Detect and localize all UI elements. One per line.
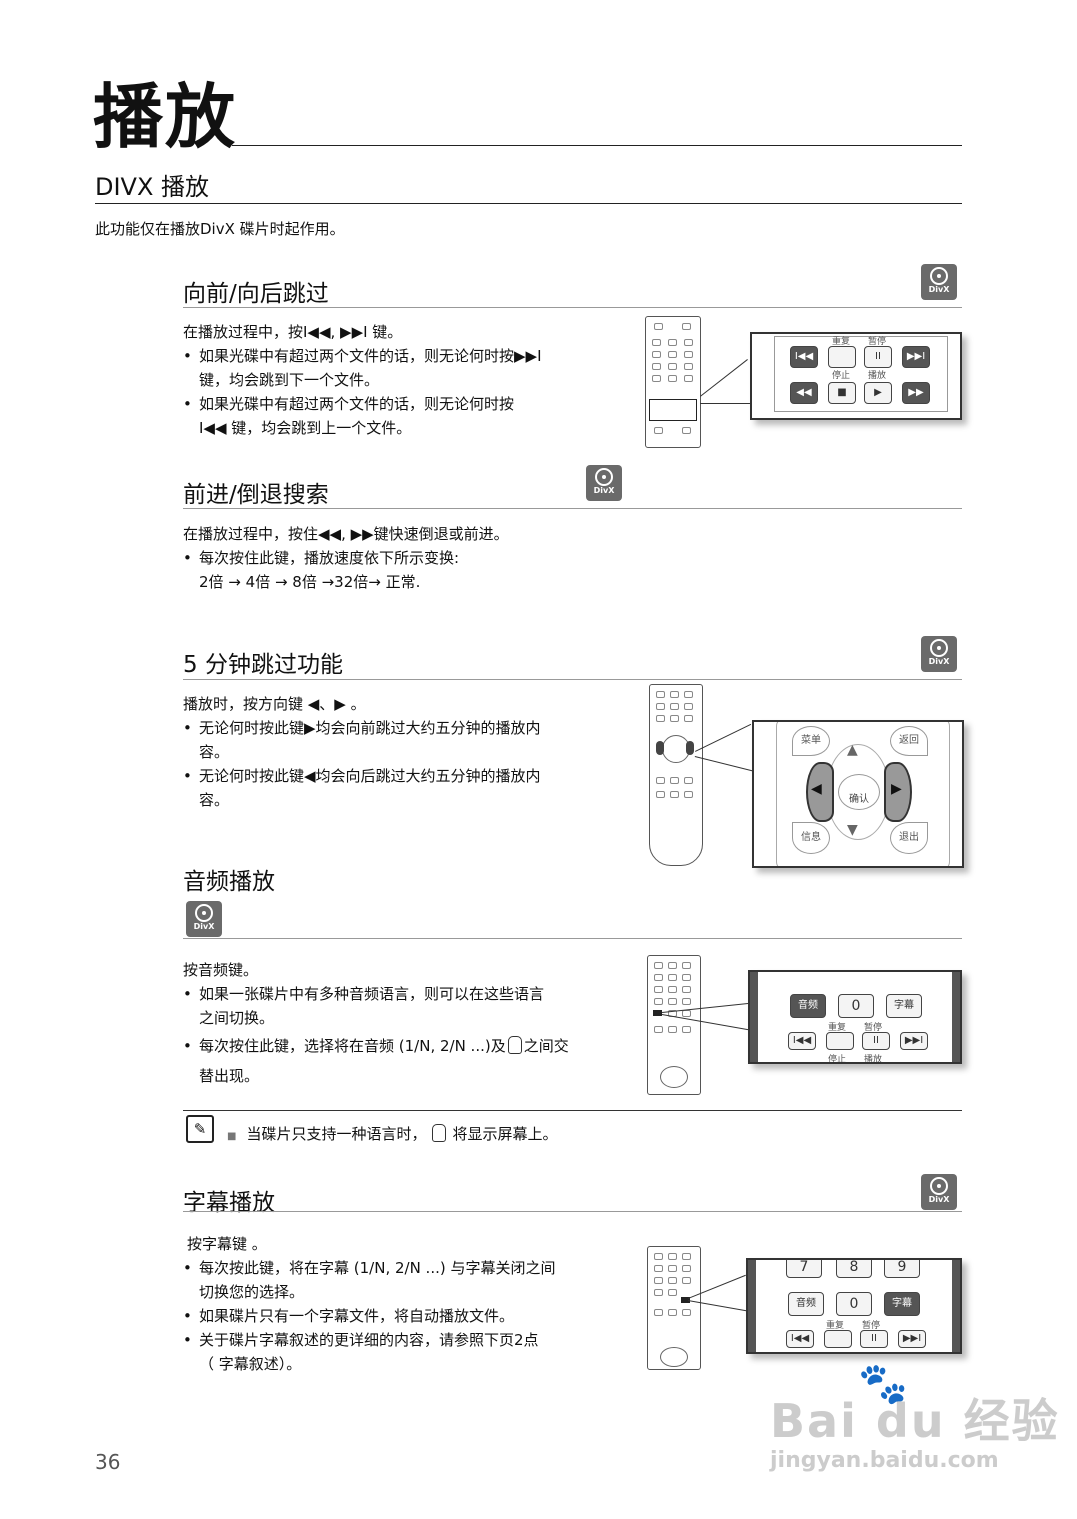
note-rule: [183, 1110, 962, 1111]
divx-badge: DivX: [921, 264, 957, 300]
next-button[interactable]: ▶▶I: [900, 1032, 928, 1050]
page-number: 36: [95, 1450, 121, 1474]
disc-icon: [595, 468, 613, 486]
page-title: 播放: [93, 76, 237, 158]
divx-badge: DivX: [921, 1174, 957, 1210]
disc-icon: [930, 639, 948, 657]
play-button[interactable]: ▶: [864, 382, 892, 404]
section-rule: [95, 203, 962, 204]
remote-thumbnail: [647, 955, 701, 1095]
repeat-button[interactable]: [826, 1032, 854, 1050]
audio-keys-panel: 音频 0 字幕 重复 暂停 I◀◀ II ▶▶I 停止 播放: [748, 970, 962, 1064]
zero-button[interactable]: 0: [838, 994, 874, 1018]
search-heading: 前进/倒退搜索: [183, 482, 329, 508]
pause-button[interactable]: II: [862, 1032, 890, 1050]
search-rule: [183, 508, 962, 509]
disc-icon: [195, 904, 213, 922]
leader-line: [695, 723, 752, 752]
prev-button[interactable]: I◀◀: [786, 1330, 814, 1348]
left-arrow-icon: ◀: [811, 781, 822, 797]
left-key[interactable]: ◀: [806, 762, 834, 822]
subtitle-button[interactable]: 字幕: [886, 994, 922, 1018]
audio-heading: 音频播放: [183, 869, 275, 895]
next-button[interactable]: ▶▶I: [898, 1330, 926, 1348]
title-rule: [232, 145, 962, 146]
next-button[interactable]: ▶▶I: [902, 346, 930, 368]
digit-8-button[interactable]: 8: [836, 1260, 872, 1278]
leader-line: [700, 359, 748, 397]
pause-button[interactable]: II: [860, 1330, 888, 1348]
note-icon: ✎: [186, 1115, 214, 1143]
leader-line: [700, 403, 750, 404]
section-title: DIVX 播放: [95, 173, 210, 201]
watermark-logo: Bai du 经验: [770, 1394, 1060, 1448]
disc-icon: [930, 1177, 948, 1195]
note-text: ■当碟片只支持一种语言时，将显示屏幕上。: [227, 1124, 558, 1143]
repeat-button[interactable]: [828, 346, 856, 368]
five-min-body: 播放时，按方向键 ◀、▶ 。 无论何时按此键▶均会向前跳过大约五分钟的播放内 容…: [183, 692, 623, 812]
watermark-url: jingyan.baidu.com: [770, 1448, 999, 1473]
subtitle-rule: [183, 1211, 962, 1212]
stop-button[interactable]: ■: [828, 382, 856, 404]
skip-keys-panel: 重复 暂停 I◀◀ II ▶▶I 停止 播放 ◀◀ ■ ▶ ▶▶: [750, 332, 962, 420]
paw-icon: 🐾: [858, 1361, 908, 1407]
exit-button[interactable]: 退出: [890, 822, 928, 854]
subtitle-heading: 字幕播放: [183, 1190, 275, 1216]
five-min-rule: [183, 679, 962, 680]
skip-heading: 向前/向后跳过: [183, 281, 329, 307]
audio-button[interactable]: 音频: [788, 1292, 824, 1316]
remote-thumbnail: [647, 1246, 701, 1370]
zero-button[interactable]: 0: [836, 1292, 872, 1316]
subtitle-keys-panel: 7 8 9 音频 0 字幕 重复 暂停 I◀◀ II ▶▶I: [746, 1258, 962, 1354]
menu-button[interactable]: 菜单: [792, 726, 830, 756]
prev-button[interactable]: I◀◀: [788, 1032, 816, 1050]
forward-button[interactable]: ▶▶: [902, 382, 930, 404]
divx-badge: DivX: [921, 636, 957, 672]
audio-body: 按音频键。 如果一张碟片中有多种音频语言，则可以在这些语言 之间切换。 每次按住…: [183, 958, 633, 1088]
back-button[interactable]: 返回: [890, 726, 928, 756]
repeat-button[interactable]: [824, 1330, 852, 1348]
right-arrow-icon: ▶: [891, 781, 902, 797]
prev-button[interactable]: I◀◀: [790, 346, 818, 368]
intro-text: 此功能仅在播放DivX 碟片时起作用。: [95, 220, 345, 238]
ok-button[interactable]: 确认: [838, 774, 880, 810]
hand-icon: [432, 1124, 447, 1142]
hand-icon: [507, 1036, 522, 1054]
audio-button[interactable]: 音频: [790, 994, 826, 1018]
right-key[interactable]: ▶: [884, 762, 912, 822]
remote-thumbnail: [645, 316, 701, 448]
audio-rule: [183, 938, 962, 939]
pause-button[interactable]: II: [864, 346, 892, 368]
remote-highlight: [649, 399, 697, 421]
leader-line: [694, 756, 756, 772]
search-body: 在播放过程中，按住◀◀, ▶▶键快速倒退或前进。 每次按住此键，播放速度依下所示…: [183, 522, 683, 594]
up-arrow-icon[interactable]: ▲: [847, 742, 858, 758]
skip-body: 在播放过程中，按I◀◀, ▶▶I 键。 如果光碟中有超过两个文件的话，则无论何时…: [183, 320, 623, 440]
subtitle-body: 按字幕键 。 每次按此键，将在字幕 (1/N, 2/N ...) 与字幕关闭之间…: [183, 1232, 633, 1376]
info-button[interactable]: 信息: [792, 822, 830, 854]
rewind-button[interactable]: ◀◀: [790, 382, 818, 404]
five-min-heading: 5 分钟跳过功能: [183, 652, 343, 678]
divx-badge: DivX: [186, 901, 222, 937]
down-arrow-icon[interactable]: ▼: [847, 822, 858, 838]
digit-7-button[interactable]: 7: [786, 1260, 822, 1278]
nav-keys-panel: 菜单 返回 ▲ ▼ ◀ ▶ 确认 信息 退出: [752, 720, 964, 868]
remote-thumbnail: [649, 684, 703, 866]
disc-icon: [930, 267, 948, 285]
subtitle-button[interactable]: 字幕: [884, 1292, 920, 1316]
skip-rule: [183, 307, 962, 308]
divx-badge: DivX: [586, 465, 622, 501]
digit-9-button[interactable]: 9: [884, 1260, 920, 1278]
